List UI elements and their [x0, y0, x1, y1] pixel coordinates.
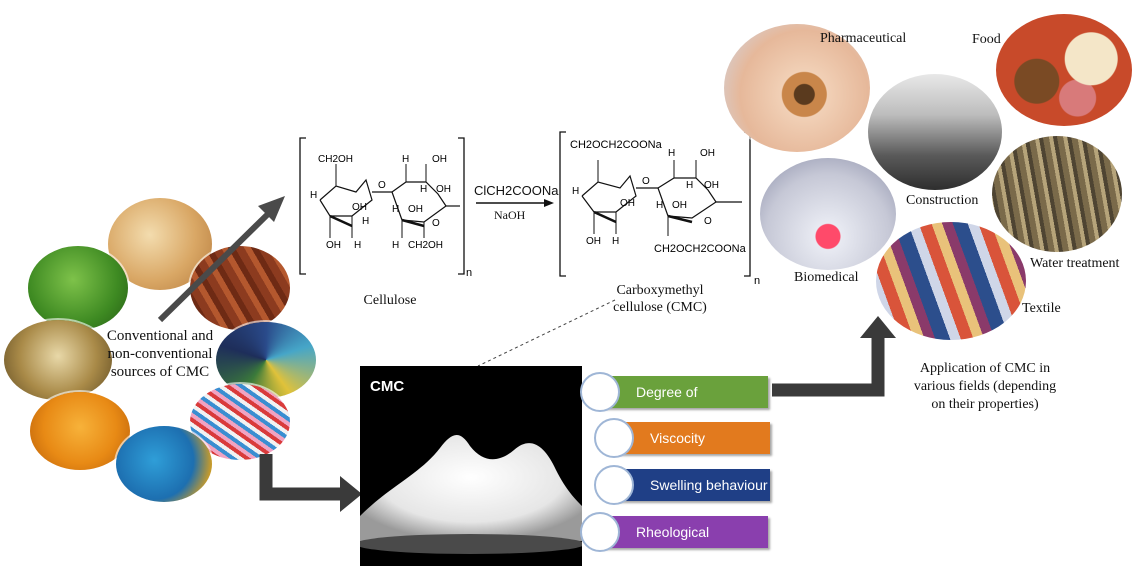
- application-label-construction: Construction: [906, 193, 979, 208]
- cmc-molecule-label-line-1: Carboxymethyl: [616, 283, 704, 298]
- cmc-group-oh-bottom1: OH: [586, 236, 601, 247]
- cellulose-right-bracket: [458, 137, 465, 275]
- cmc-structure: CH2OCH2COONa CH2OCH2COONa H OH OH H O H …: [559, 131, 760, 286]
- cellulose-ring-1: [319, 178, 373, 217]
- property-bullet-2: [594, 418, 634, 458]
- cmc-group-o-ring: O: [704, 216, 712, 227]
- cellulose-group-h-mid3: H: [420, 184, 427, 195]
- application-label-textile: Textile: [1022, 301, 1061, 316]
- cellulose-group-ch2oh-top: CH2OH: [318, 154, 353, 165]
- cellulose-structure: CH2OH OH H OH H OH O H OH H H OH H CH2OH…: [299, 137, 472, 279]
- elbow-arrow-head-to-cmc: [340, 476, 362, 512]
- applications-caption: Application of CMC in various fields (de…: [910, 360, 1060, 414]
- cellulose-group-h-mid1: H: [362, 216, 369, 227]
- dotted-link: [477, 299, 616, 367]
- sources-label-line-3: sources of CMC: [110, 364, 210, 380]
- cellulose-group-h-left: H: [310, 190, 317, 201]
- property-label-2: Viscocity: [650, 430, 705, 446]
- application-label-water-treatment: Water treatment: [1030, 256, 1120, 271]
- cmc-group-oh-mid3: OH: [672, 200, 687, 211]
- cmc-group-oh-mid1: OH: [620, 198, 635, 209]
- cmc-molecule-label: Carboxymethyl cellulose (CMC): [600, 282, 720, 316]
- source-coir-image: [116, 426, 212, 502]
- source-orange-peel-image: [30, 392, 130, 470]
- cellulose-group-oh-mid3: OH: [408, 204, 423, 215]
- cmc-group-bottom: CH2OCH2COONa: [654, 243, 747, 255]
- reaction-reagent: ClCH2COONa: [474, 183, 559, 198]
- cmc-group-o-link: O: [642, 176, 650, 187]
- property-bar-4: Rheological properties: [600, 516, 768, 572]
- cellulose-label: Cellulose: [363, 293, 417, 308]
- food-icecream-image: [996, 14, 1132, 126]
- application-label-biomedical: Biomedical: [794, 270, 859, 285]
- reaction-condition: NaOH: [494, 208, 526, 222]
- applications-caption-line-2: various fields (depending: [913, 379, 1057, 394]
- elbow-arrow-head-to-applications: [860, 316, 896, 338]
- cmc-left-bracket: [559, 131, 566, 277]
- cellulose-group-oh-mid1: OH: [352, 202, 367, 213]
- cellulose-ring-1-bold-bond: [329, 214, 353, 228]
- cellulose-group-h-bottom1: H: [354, 240, 361, 251]
- property-bullet-3: [594, 465, 634, 505]
- cmc-molecule-label-line-2: cellulose (CMC): [613, 300, 707, 315]
- application-label-pharmaceutical: Pharmaceutical: [820, 31, 907, 46]
- applications-caption-line-1: Application of CMC in: [919, 361, 1051, 376]
- source-husk-image: [4, 320, 112, 400]
- sources-label: Conventional and non-conventional source…: [90, 327, 230, 381]
- applications-caption-line-3: on their properties): [931, 397, 1039, 412]
- cmc-powder-image: CMC: [360, 366, 582, 566]
- property-label-3: Swelling behaviour: [650, 477, 768, 493]
- source-sugarcane-bagasse-image: [190, 246, 290, 330]
- powder-pile-graphic: [360, 434, 582, 554]
- source-water-hyacinth-image: [28, 246, 128, 330]
- cmc-group-h-top: H: [668, 148, 675, 159]
- property-bar-1: Degree of substitution: [600, 376, 768, 432]
- cmc-group-h-bottom1: H: [612, 236, 619, 247]
- cmc-group-top: CH2OCH2COONa: [570, 139, 663, 151]
- textile-fabric-image: [876, 222, 1026, 340]
- property-label-4: Rheological properties: [636, 524, 710, 572]
- cellulose-left-bracket: [299, 137, 306, 275]
- cellulose-group-o-ring: O: [432, 218, 440, 229]
- cellulose-group-oh-bottom1: OH: [326, 240, 341, 251]
- pharmaceutical-eye-image: [724, 24, 870, 152]
- cellulose-group-oh-top: OH: [432, 154, 447, 165]
- sources-label-line-1: Conventional and: [106, 328, 214, 344]
- diagonal-arrow-head: [258, 196, 285, 222]
- property-bullet-4: [580, 512, 620, 552]
- cellulose-ring-2-bold-bond: [401, 218, 425, 228]
- property-bar-3: Swelling behaviour: [614, 469, 770, 501]
- elbow-arrow-to-cmc: [259, 454, 345, 501]
- cellulose-group-h-top: H: [402, 154, 409, 165]
- cmc-group-h-mid2: H: [656, 200, 663, 211]
- cellulose-group-h-bottom2: H: [392, 240, 399, 251]
- cmc-group-oh-top: OH: [700, 148, 715, 159]
- cmc-group-h-left: H: [572, 186, 579, 197]
- cmc-group-oh-mid2: OH: [704, 180, 719, 191]
- elbow-arrow-to-applications: [772, 332, 885, 397]
- diagonal-arrow-shaft: [157, 211, 271, 323]
- property-bullet-1: [580, 372, 620, 412]
- biomedical-image: [760, 158, 896, 270]
- cellulose-group-o-link: O: [378, 180, 386, 191]
- cmc-ring-1: [581, 174, 637, 213]
- cellulose-repeat-n: n: [466, 267, 472, 279]
- application-label-food: Food: [972, 32, 1001, 47]
- cmc-group-h-mid: H: [686, 180, 693, 191]
- cmc-photo-label: CMC: [370, 378, 405, 395]
- cmc-repeat-n: n: [754, 275, 760, 286]
- construction-plant-image: [868, 74, 1002, 190]
- reaction-arrow-head: [544, 199, 554, 207]
- cellulose-group-oh-mid2: OH: [436, 184, 451, 195]
- cellulose-group-h-mid2: H: [392, 204, 399, 215]
- property-bar-2: Viscocity: [614, 422, 770, 454]
- water-treatment-image: [992, 136, 1122, 252]
- cellulose-group-ch2oh-bottom: CH2OH: [408, 240, 443, 251]
- sources-label-line-2: non-conventional: [107, 346, 213, 362]
